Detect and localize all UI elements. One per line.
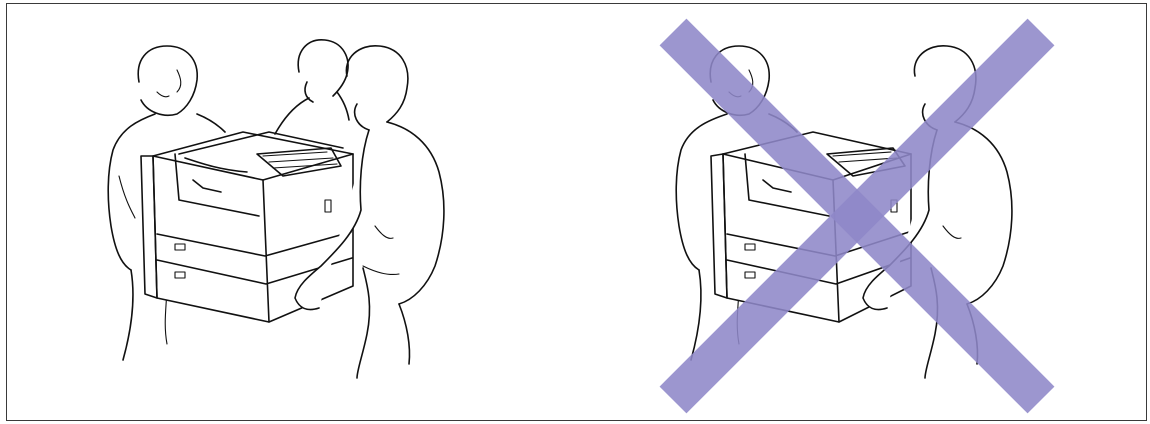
incorrect-lifting-panel <box>577 4 1147 420</box>
correct-lifting-panel <box>7 4 577 420</box>
rear-person <box>275 40 349 134</box>
three-person-lift-illustration <box>7 4 577 420</box>
two-person-lift-illustration <box>577 4 1147 420</box>
